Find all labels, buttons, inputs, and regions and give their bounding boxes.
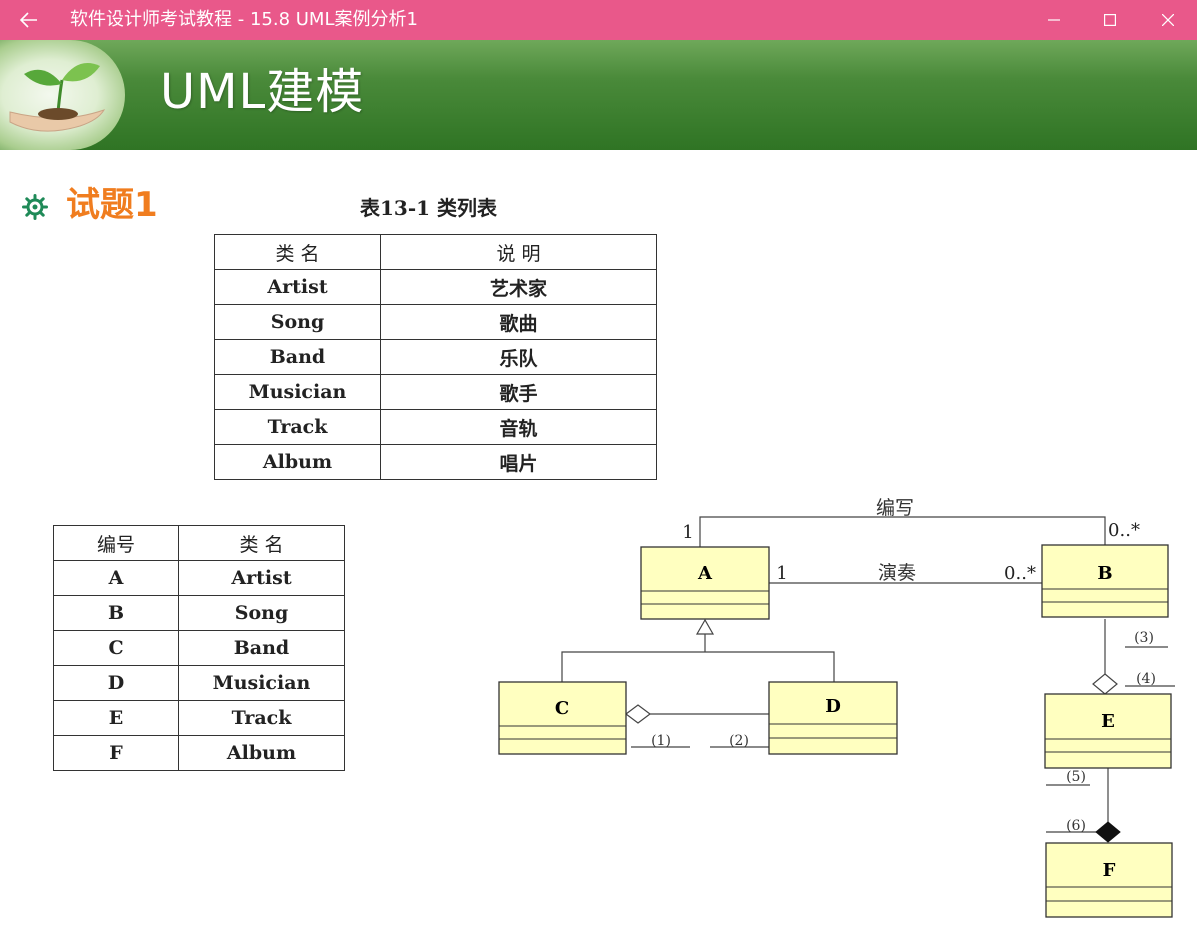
window-title: 软件设计师考试教程 - 15.8 UML案例分析1 [70,9,418,30]
table-cell: C [53,630,179,666]
table-cell: 唱片 [380,444,657,480]
table-cell: 歌曲 [380,304,657,340]
table-cell: Musician [178,665,345,701]
slide-banner: UML建模 [0,40,1197,150]
table-cell: Track [214,409,381,445]
table-cell: 音轨 [380,409,657,445]
class-label-a: A [697,563,713,584]
uml-class-d: D [768,681,898,755]
uml-class-b: B [1041,544,1169,618]
table-cell: Album [214,444,381,480]
blank-label: (1) [651,733,671,749]
table-header-row: 编号 类 名 [53,525,345,561]
table-header-row: 类 名 说 明 [214,234,657,270]
column-header: 类 名 [178,525,345,561]
table-cell: Artist [178,560,345,596]
assoc-perform-label: 演奏 [878,562,916,584]
assoc-perform-left-mult: 1 [776,563,787,584]
uml-class-e: E [1044,693,1172,769]
table-cell: D [53,665,179,701]
assoc-write-label: 编写 [876,497,914,519]
table-cell: 艺术家 [380,269,657,305]
assoc-write-left-mult: 1 [682,522,693,543]
assoc-write-right-mult: 0..* [1108,520,1140,541]
close-icon[interactable] [1140,0,1196,40]
table-cell: Band [214,339,381,375]
banner-title: UML建模 [160,64,365,120]
table-cell: Song [178,595,345,631]
blank-label: (5) [1066,769,1086,785]
table-cell: A [53,560,179,596]
minimize-icon[interactable] [1026,0,1082,40]
class-label-e: E [1101,711,1115,732]
blank-label: (4) [1136,671,1156,687]
table-cell: Artist [214,269,381,305]
section-title: 试题1 [66,185,158,225]
maximize-icon[interactable] [1082,0,1138,40]
back-arrow-icon[interactable] [12,6,46,34]
table-cell: 歌手 [380,374,657,410]
table-cell: Band [178,630,345,666]
assoc-perform-right-mult: 0..* [1004,563,1036,584]
table-cell: F [53,735,179,771]
blank-label: (3) [1134,630,1154,646]
class-label-d: D [825,696,841,717]
uml-class-a: A [640,546,770,620]
blank-label: (6) [1066,818,1086,834]
table-cell: B [53,595,179,631]
table-cell: Musician [214,374,381,410]
class-label-b: B [1097,563,1112,584]
column-header: 编号 [53,525,179,561]
dharma-wheel-icon [22,194,48,220]
plant-in-hands-icon [0,40,125,150]
column-header: 说 明 [380,234,657,270]
column-header: 类 名 [214,234,381,270]
uml-class-f: F [1045,842,1173,918]
table-cell: Song [214,304,381,340]
window-title-bar: 软件设计师考试教程 - 15.8 UML案例分析1 [0,0,1197,40]
class-label-c: C [555,698,569,719]
table-caption: 表13-1 类列表 [360,196,498,220]
table-cell: Album [178,735,345,771]
table-cell: E [53,700,179,736]
class-label-f: F [1103,860,1116,881]
uml-class-c: C [498,681,627,755]
table-cell: Track [178,700,345,736]
table-cell: 乐队 [380,339,657,375]
blank-label: (2) [729,733,749,749]
